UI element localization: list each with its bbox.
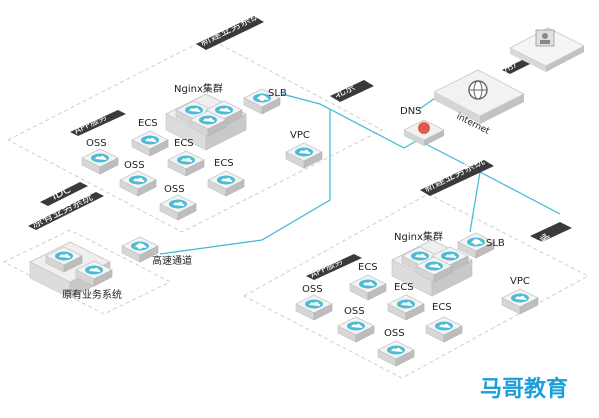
svg-text:OSS: OSS bbox=[302, 284, 323, 295]
uswest-ecs-2[interactable]: ECS bbox=[387, 282, 425, 321]
idc-title: IDC 原有业务系统 bbox=[28, 182, 104, 231]
uswest-system: 新建业务系统 APP服务 Nginx集群 SLB VPC ECS E bbox=[295, 153, 539, 367]
beijing-nginx-cluster[interactable]: Nginx集群 bbox=[165, 82, 247, 151]
express-label: 高速通道 bbox=[152, 254, 192, 267]
beijing-nginx-label: Nginx集群 bbox=[174, 82, 223, 95]
uswest-region-outline bbox=[242, 193, 590, 379]
idc-inner-label: 原有业务系统 bbox=[62, 288, 122, 301]
beijing-slb[interactable]: SLB bbox=[243, 88, 287, 115]
beijing-vpc[interactable]: VPC bbox=[285, 130, 323, 169]
svg-text:美西: 美西 bbox=[537, 231, 563, 253]
beijing-oss-1[interactable]: OSS bbox=[81, 138, 119, 175]
internet-node[interactable]: internet bbox=[433, 69, 525, 137]
uswest-app-group-label: APP服务 bbox=[306, 254, 362, 281]
svg-text:北京: 北京 bbox=[331, 79, 357, 101]
beijing-region-outline bbox=[6, 37, 384, 233]
uswest-oss-1[interactable]: OSS bbox=[295, 284, 333, 321]
svg-text:OSS: OSS bbox=[86, 138, 107, 149]
beijing-system: 新建业务系统 APP服务 Nginx集群 SLB VPC ECS bbox=[70, 7, 323, 221]
beijing-oss-3[interactable]: OSS bbox=[159, 184, 197, 221]
svg-text:ECS: ECS bbox=[432, 302, 452, 313]
uswest-ecs-1[interactable]: ECS bbox=[349, 262, 387, 301]
user-node[interactable] bbox=[509, 27, 585, 72]
svg-text:ECS: ECS bbox=[174, 138, 194, 149]
svg-text:OSS: OSS bbox=[124, 160, 145, 171]
svg-text:OSS: OSS bbox=[164, 184, 185, 195]
svg-text:APP服务: APP服务 bbox=[72, 111, 109, 137]
uswest-oss-3[interactable]: OSS bbox=[377, 328, 415, 367]
dns-icon bbox=[418, 122, 430, 134]
dns-node[interactable]: DNS bbox=[400, 106, 445, 146]
beijing-oss-2[interactable]: OSS bbox=[119, 160, 157, 197]
beijing-ecs-2[interactable]: ECS bbox=[167, 138, 205, 177]
svg-text:ECS: ECS bbox=[394, 282, 414, 293]
uswest-nginx-label: Nginx集群 bbox=[394, 230, 443, 243]
svg-text:DNS: DNS bbox=[400, 106, 422, 117]
svg-text:ECS: ECS bbox=[214, 158, 234, 169]
uswest-label: 美西 bbox=[530, 222, 572, 253]
uswest-oss-2[interactable]: OSS bbox=[337, 306, 375, 343]
uswest-ecs-3[interactable]: ECS bbox=[425, 302, 463, 343]
slb-icon bbox=[473, 239, 479, 245]
watermark: 马哥教育 bbox=[480, 376, 568, 402]
beijing-app-group-label: APP服务 bbox=[70, 110, 126, 137]
beijing-vpc-label: VPC bbox=[290, 130, 310, 141]
slb-icon bbox=[259, 95, 265, 101]
beijing-system-title: 新建业务系统 bbox=[196, 7, 264, 50]
svg-text:ECS: ECS bbox=[358, 262, 378, 273]
svg-text:OSS: OSS bbox=[344, 306, 365, 317]
express-icon bbox=[137, 243, 143, 249]
uswest-vpc-label: VPC bbox=[510, 276, 530, 287]
svg-text:APP服务: APP服务 bbox=[308, 255, 345, 281]
svg-text:OSS: OSS bbox=[384, 328, 405, 339]
idc-system: IDC 原有业务系统 原有业务系统 高速通道 bbox=[28, 182, 192, 301]
uswest-slb-label: SLB bbox=[486, 238, 505, 249]
uswest-slb[interactable]: SLB bbox=[457, 232, 505, 259]
beijing-ecs-1[interactable]: ECS bbox=[131, 118, 169, 157]
beijing-label: 北京 bbox=[330, 79, 374, 102]
beijing-slb-label: SLB bbox=[268, 88, 287, 99]
express-connect[interactable]: 高速通道 bbox=[121, 236, 192, 267]
uswest-vpc[interactable]: VPC bbox=[501, 276, 539, 315]
beijing-ecs-3[interactable]: ECS bbox=[207, 158, 245, 197]
idc-legacy-system[interactable]: 原有业务系统 bbox=[29, 241, 122, 301]
svg-text:新建业务系统: 新建业务系统 bbox=[197, 7, 262, 49]
svg-text:ECS: ECS bbox=[138, 118, 158, 129]
uswest-nginx-cluster[interactable]: Nginx集群 bbox=[391, 230, 473, 297]
